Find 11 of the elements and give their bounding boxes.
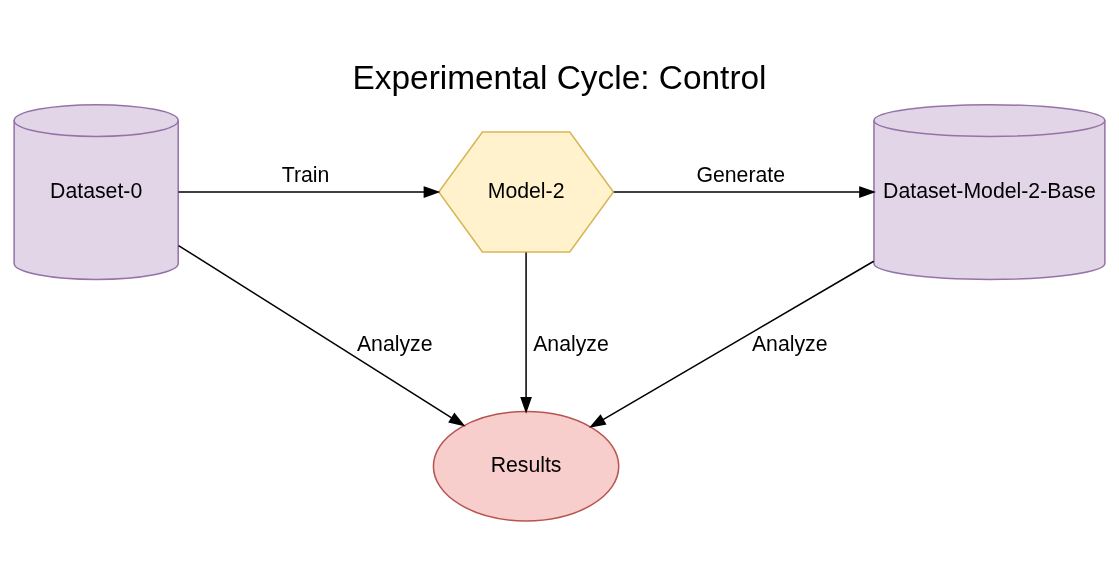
edge-label: Analyze xyxy=(533,332,609,357)
arrow xyxy=(177,244,466,427)
edge-label: Analyze xyxy=(356,332,433,357)
edge-label: Analyze xyxy=(751,332,828,357)
edge-label: Train xyxy=(281,162,330,187)
arrow xyxy=(613,186,876,198)
arrow xyxy=(520,251,532,414)
arrow xyxy=(177,186,441,198)
edge-label: Generate xyxy=(696,162,786,187)
diagram-title: Experimental Cycle: Control xyxy=(352,58,767,96)
arrow xyxy=(589,260,875,428)
